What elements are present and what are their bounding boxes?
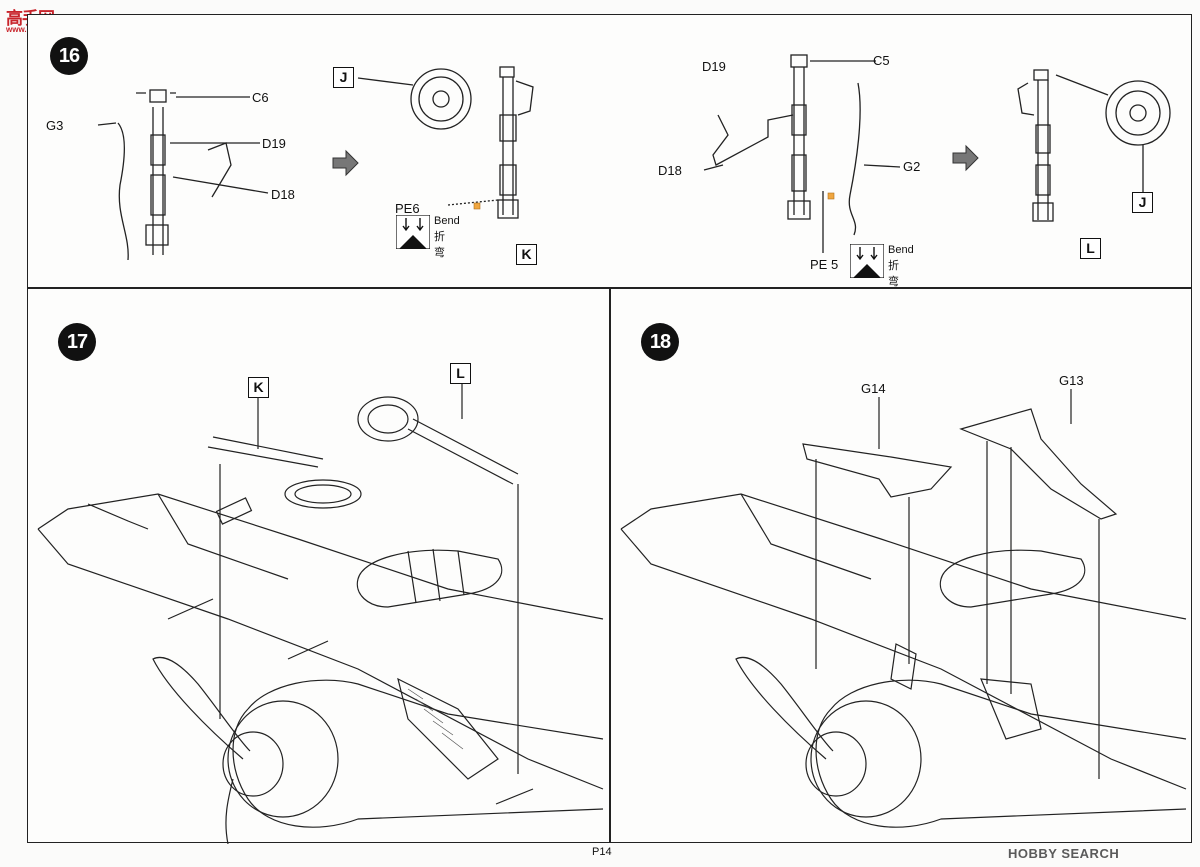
part-pe6-label: PE6 xyxy=(395,201,420,216)
part-d18-label: D18 xyxy=(271,187,295,202)
part-g3-label: G3 xyxy=(46,118,64,133)
aircraft-wing-drawing-17 xyxy=(37,384,604,844)
step-16-number: 16 xyxy=(50,37,88,75)
bend-text-en: Bend xyxy=(434,215,460,227)
part-g14-label: G14 xyxy=(861,381,886,396)
step-18-panel: 18 G14 G13 xyxy=(610,288,1192,843)
step-17-number: 17 xyxy=(58,323,96,361)
step-18-number: 18 xyxy=(641,323,679,361)
wheel-j-callout: J xyxy=(333,67,354,88)
part-c5-label: C5 xyxy=(873,53,890,68)
callout-l: L xyxy=(450,363,471,384)
part-g13-label: G13 xyxy=(1059,373,1084,388)
aircraft-wing-drawing-18 xyxy=(620,389,1187,828)
part-g2-label: G2 xyxy=(903,159,921,174)
wheel-j-callout-right: J xyxy=(1132,192,1153,213)
step-16-panel: 16 xyxy=(27,14,1192,288)
part-pe5-label: PE 5 xyxy=(810,257,839,272)
bend-text-en: Bend xyxy=(888,244,914,256)
bend-text-cn: 折弯 xyxy=(888,260,899,288)
bend-instruction-right: Bend 折弯 xyxy=(849,243,914,288)
bend-icon xyxy=(395,214,431,250)
step-17-panel: 17 K L xyxy=(27,288,610,844)
part-c6-label: C6 xyxy=(252,90,269,105)
landing-gear-drawings xyxy=(97,54,1171,261)
part-d19-label: D19 xyxy=(262,136,286,151)
part-d19-label-right: D19 xyxy=(702,59,726,74)
page-number: P14 xyxy=(592,846,612,858)
assembly-k-label: K xyxy=(516,244,537,265)
bend-text-cn: 折弯 xyxy=(434,231,445,259)
part-d18-label-right: D18 xyxy=(658,163,682,178)
bend-icon xyxy=(849,243,885,279)
assembly-l-label: L xyxy=(1080,238,1101,259)
hobby-search-watermark: HOBBY SEARCH xyxy=(1008,846,1120,861)
bend-instruction-left: Bend 折弯 xyxy=(395,214,460,259)
